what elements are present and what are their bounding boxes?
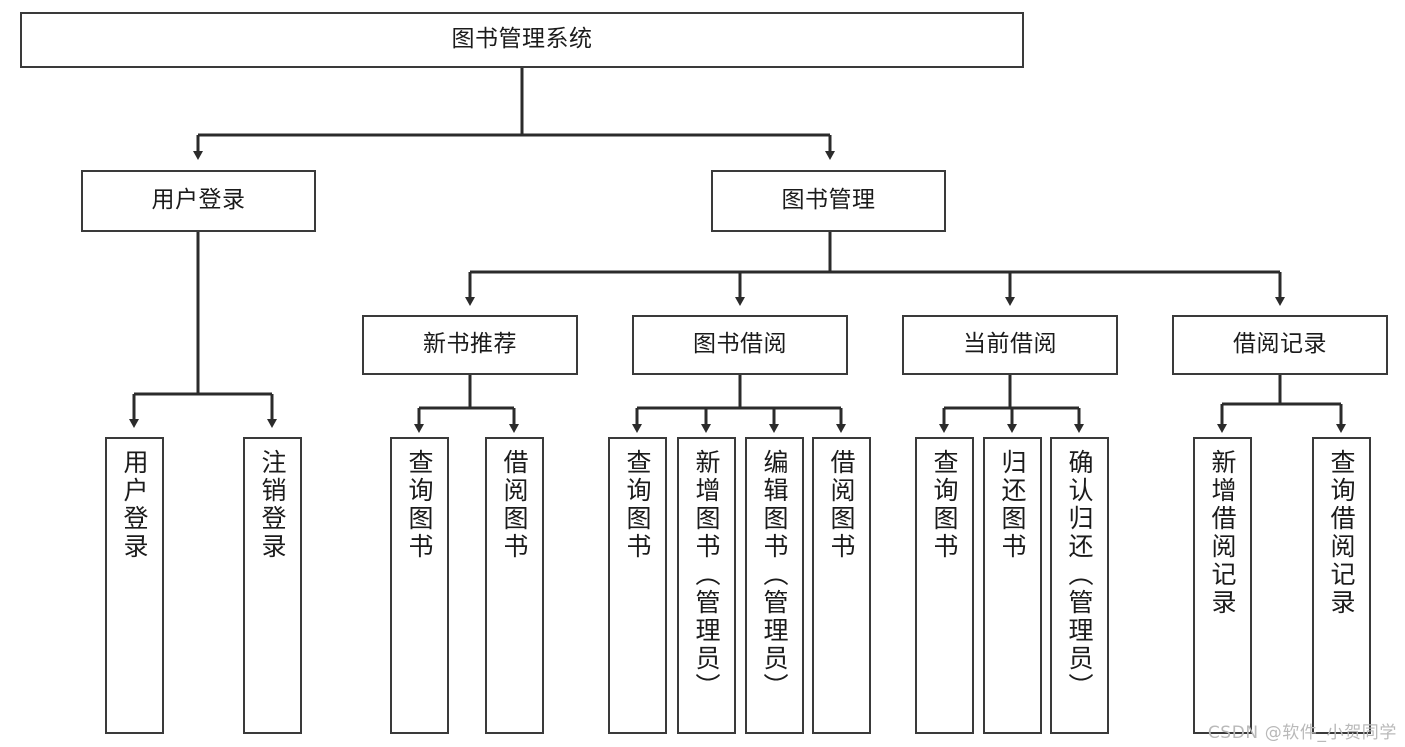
node-leaf-query-book-2[interactable]: 查询图书: [608, 437, 667, 734]
node-current-borrow[interactable]: 当前借阅: [902, 315, 1118, 375]
node-label: 图书借阅: [693, 331, 787, 358]
node-label: 注销登录: [258, 449, 287, 561]
node-label: 借阅图书: [827, 449, 856, 561]
node-label: 新书推荐: [423, 331, 517, 358]
node-label: 图书管理系统: [451, 26, 593, 53]
node-new-book-recommend[interactable]: 新书推荐: [362, 315, 578, 375]
node-leaf-borrow-book-1[interactable]: 借阅图书: [485, 437, 544, 734]
node-label: 查询图书: [623, 449, 652, 561]
node-leaf-borrow-book-2[interactable]: 借阅图书: [812, 437, 871, 734]
node-label: 借阅图书: [500, 449, 529, 561]
node-label: 查询图书: [930, 449, 959, 561]
node-leaf-query-record[interactable]: 查询借阅记录: [1312, 437, 1371, 734]
node-label: 编辑图书（管理员）: [760, 449, 789, 701]
node-label: 新增图书（管理员）: [692, 449, 721, 701]
node-user-login[interactable]: 用户登录: [81, 170, 316, 232]
node-label: 用户登录: [151, 187, 246, 214]
node-leaf-user-login[interactable]: 用户登录: [105, 437, 164, 734]
node-leaf-query-book-3[interactable]: 查询图书: [915, 437, 974, 734]
node-label: 确认归还（管理员）: [1065, 449, 1094, 701]
node-leaf-edit-book[interactable]: 编辑图书（管理员）: [745, 437, 804, 734]
node-label: 借阅记录: [1233, 331, 1327, 358]
node-leaf-add-record[interactable]: 新增借阅记录: [1193, 437, 1252, 734]
node-leaf-add-book[interactable]: 新增图书（管理员）: [677, 437, 736, 734]
node-book-manage[interactable]: 图书管理: [711, 170, 946, 232]
node-book-borrow[interactable]: 图书借阅: [632, 315, 848, 375]
node-label: 归还图书: [998, 449, 1027, 561]
node-leaf-logout[interactable]: 注销登录: [243, 437, 302, 734]
node-root-system[interactable]: 图书管理系统: [20, 12, 1024, 68]
node-label: 用户登录: [120, 449, 149, 561]
node-borrow-record[interactable]: 借阅记录: [1172, 315, 1388, 375]
node-leaf-return-book[interactable]: 归还图书: [983, 437, 1042, 734]
node-leaf-query-book-1[interactable]: 查询图书: [390, 437, 449, 734]
node-label: 查询图书: [405, 449, 434, 561]
node-label: 新增借阅记录: [1208, 449, 1237, 617]
node-leaf-confirm-return[interactable]: 确认归还（管理员）: [1050, 437, 1109, 734]
node-label: 图书管理: [781, 187, 876, 214]
node-label: 当前借阅: [963, 331, 1057, 358]
node-label: 查询借阅记录: [1327, 449, 1356, 617]
